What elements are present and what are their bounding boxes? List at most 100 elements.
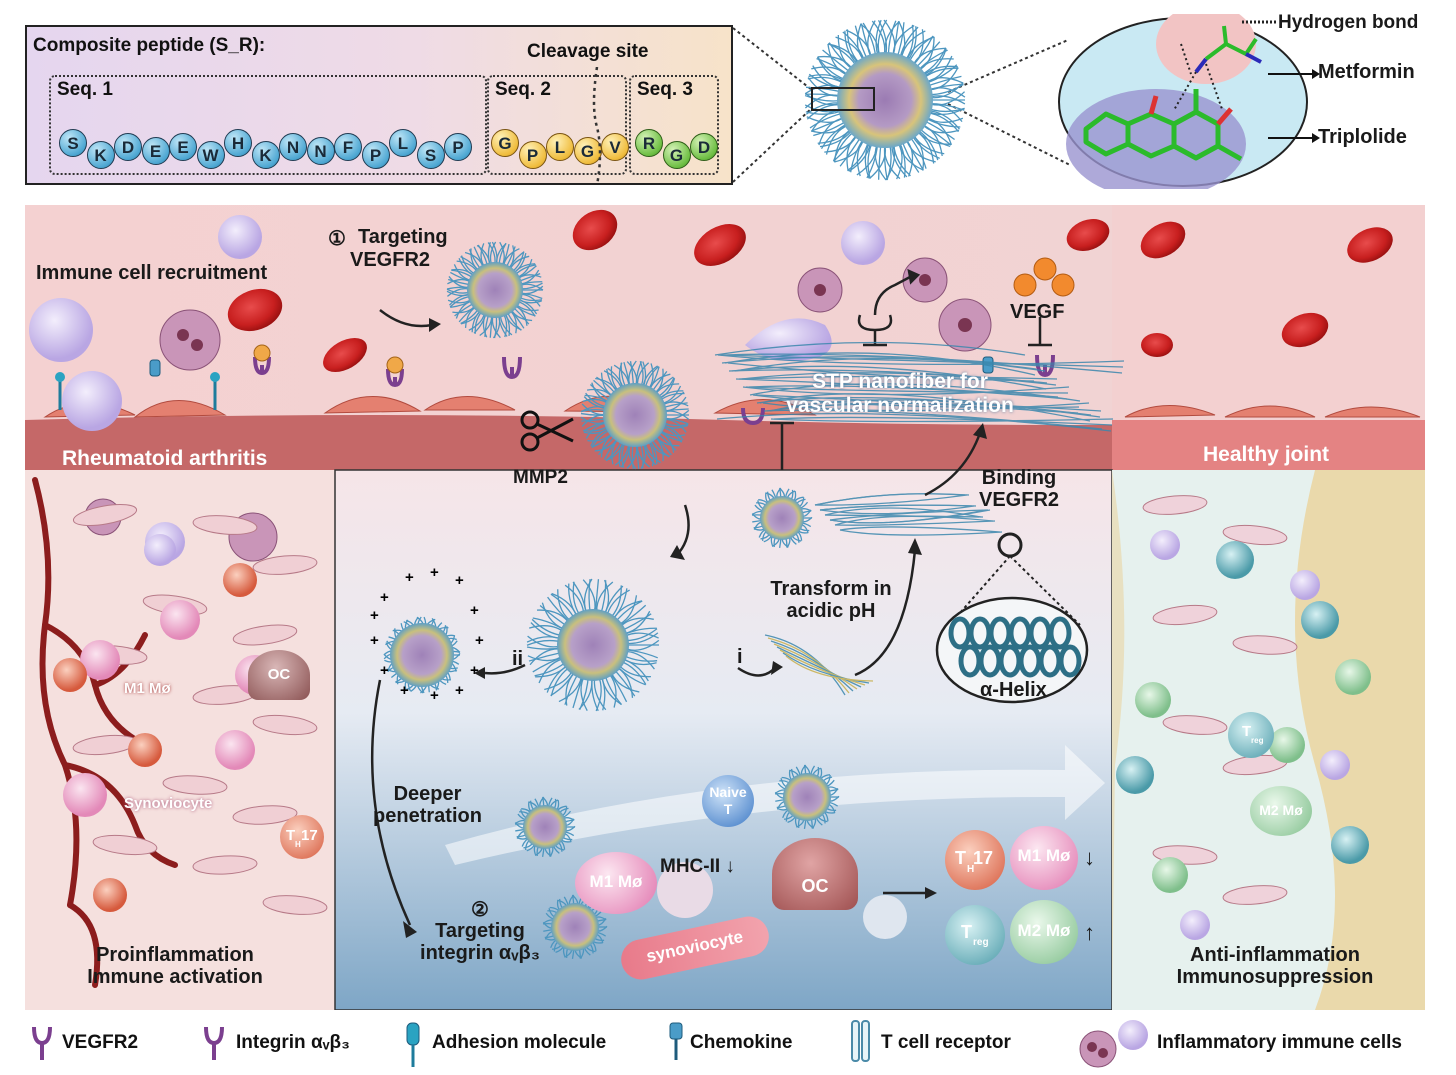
deeper-penetration-line2: penetration: [373, 805, 482, 827]
m2-macrophage: [1152, 857, 1188, 893]
positive-charge: +: [370, 632, 379, 649]
positive-charge: +: [475, 632, 484, 649]
chemokine-icon: [669, 1022, 683, 1060]
triplolide-label: Triplolide: [1318, 126, 1407, 148]
positive-charge: +: [455, 572, 464, 589]
positive-charge: +: [380, 662, 389, 679]
left-m1-label: M1 Mø: [124, 680, 171, 697]
m1-outcome-cell: M1 Mø: [1010, 826, 1078, 890]
legend-icons: [32, 1020, 1148, 1068]
seq1-residue: S: [416, 141, 445, 169]
main-scene-background: +++++++++++++: [25, 205, 1425, 1010]
synoviocyte-cell: [1232, 635, 1298, 655]
pathway-ii-label: ii: [512, 648, 524, 670]
right-treg-cell: T reg: [1228, 712, 1274, 758]
inflammatory-cell: [215, 730, 255, 770]
positive-charge: +: [380, 589, 389, 606]
seq1-residue: F: [334, 133, 362, 161]
deeper-penetration-line1: Deeper: [393, 783, 462, 805]
th17-cell: [93, 878, 127, 912]
positive-charge: +: [470, 662, 479, 679]
left-osteoclast: OC: [248, 650, 310, 700]
synoviocyte-cell: [252, 555, 318, 575]
right-treg-sub: reg: [1251, 736, 1264, 745]
legend-immune-cells: Inflammatory immune cells: [1157, 1032, 1402, 1053]
positive-charge: +: [400, 682, 409, 699]
step1-number: ①: [328, 228, 346, 250]
mmp2-label: MMP2: [513, 467, 568, 488]
seq1-residue: E: [141, 137, 170, 165]
resting-cell: [1150, 530, 1180, 560]
seq1-residue: E: [169, 133, 197, 161]
seq1-residue: P: [444, 133, 472, 161]
transform-label-line1: Transform in: [770, 578, 892, 600]
positive-charge: +: [430, 564, 439, 581]
treg-cell: [1301, 601, 1339, 639]
seq1-residue: N: [279, 133, 307, 161]
nanoparticle-icon: [804, 19, 966, 181]
m2-outcome-label: M2 Mø: [1017, 921, 1071, 940]
seq1-residue: K: [86, 141, 115, 169]
seq2-residue: G: [491, 129, 519, 157]
legend-tcr: T cell receptor: [881, 1032, 1011, 1053]
molecule-inset: [1058, 14, 1308, 189]
seq1-residue: S: [59, 129, 87, 157]
pathway-i-label: i: [737, 646, 743, 668]
molecule-pointers: [1268, 69, 1320, 143]
m2-macrophage: [1135, 682, 1171, 718]
synoviocyte-cell: [1152, 604, 1218, 626]
peptide-title: Composite peptide (S_R):: [33, 35, 266, 56]
binding-label-line2: VEGFR2: [978, 489, 1060, 511]
naive-t-letter: T: [723, 801, 733, 817]
nanoparticle-targeting: [446, 241, 544, 339]
naive-t-label: Naive: [709, 784, 747, 800]
legend-adhesion: Adhesion molecule: [432, 1032, 607, 1053]
adhesion-molecule-icon: [406, 1022, 420, 1067]
left-title-line1: Proinflammation: [96, 944, 254, 966]
hydrogen-bond-key: [1242, 20, 1278, 24]
step2-integrin-label: integrin αᵥβ₃: [420, 942, 540, 964]
left-oc-label: OC: [267, 666, 291, 683]
right-title-line2: Immunosuppression: [1176, 966, 1374, 988]
positive-charge: +: [470, 602, 479, 619]
positive-charge: +: [370, 607, 379, 624]
positive-charge: +: [405, 569, 414, 586]
treg-outcome-t: T: [961, 922, 972, 942]
left-th17-sub: H: [295, 840, 301, 849]
step2-targeting-label: Targeting: [435, 920, 525, 942]
legend-vegfr2: VEGFR2: [62, 1032, 139, 1053]
transform-label-line2: acidic pH: [786, 600, 876, 622]
legend-chemokine: Chemokine: [690, 1032, 793, 1053]
treg-cell: [1116, 756, 1154, 794]
cleavage-site-marker: [592, 67, 602, 185]
oc-center-label: OC: [801, 876, 829, 896]
seq1-residue: H: [224, 129, 252, 157]
left-th17-t: T: [286, 827, 296, 844]
vegf-label: VEGF: [1010, 301, 1065, 323]
m2-macrophage: [1269, 727, 1305, 763]
synoviocyte-cell: [232, 805, 298, 825]
step1-vegfr2-label: VEGFR2: [350, 249, 431, 271]
treg-cell: [1216, 541, 1254, 579]
seq1-residue: P: [361, 141, 390, 169]
synoviocyte-cell: [232, 624, 298, 646]
increase-arrow: ↑: [1084, 920, 1095, 945]
inflammatory-cell: [63, 773, 107, 817]
mhc-ii-label: MHC-II ↓: [660, 856, 735, 877]
seq2-residue: L: [546, 133, 574, 161]
left-th17-num: 17: [301, 827, 318, 844]
right-m2-label: M2 Mø: [1259, 802, 1303, 818]
th17-outcome-sub: H: [967, 864, 975, 875]
synoviocyte-cell: [92, 834, 158, 856]
right-m2-cell: M2 Mø: [1250, 786, 1312, 836]
resting-cell: [1290, 570, 1320, 600]
nanoparticle-synoviocyte: [542, 894, 608, 960]
right-title-line1: Anti-inflammation: [1190, 944, 1360, 966]
cleavage-site-label: Cleavage site: [527, 41, 649, 62]
treg-outcome-cell: T reg: [945, 905, 1005, 965]
synoviocyte-cell: [1142, 495, 1208, 515]
seq1-label: Seq. 1: [57, 79, 113, 100]
synoviocyte-cell: [192, 855, 258, 875]
